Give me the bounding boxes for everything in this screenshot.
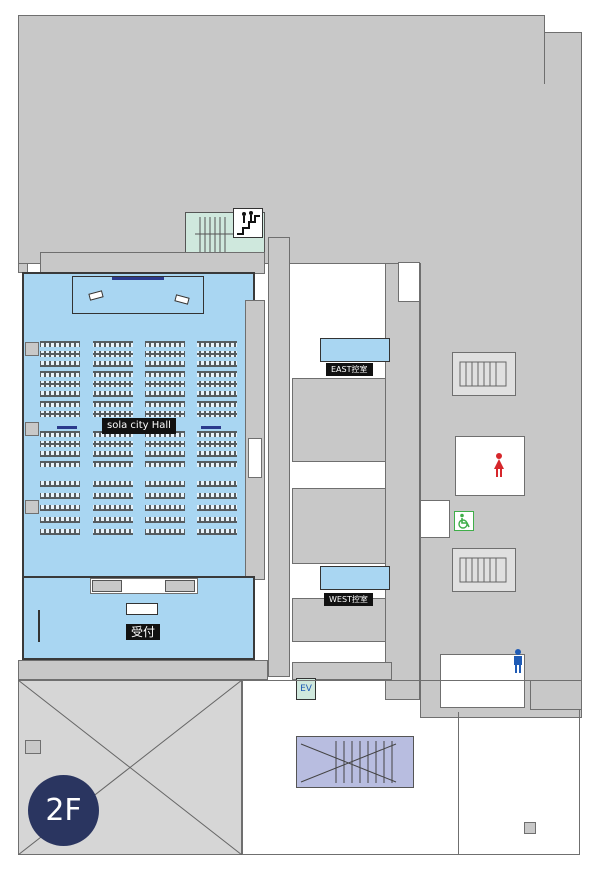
west-room-label: WEST控室 bbox=[324, 593, 373, 606]
coat-rack bbox=[38, 610, 48, 642]
hall-side-box bbox=[248, 438, 262, 478]
building-body bbox=[18, 84, 582, 264]
male-toilet-icon bbox=[511, 648, 525, 674]
hall-south-wall bbox=[18, 660, 268, 680]
elevator-label: EV bbox=[300, 684, 312, 694]
reception-label: 受付 bbox=[126, 624, 161, 640]
female-toilet-icon bbox=[492, 452, 506, 478]
central-shaft bbox=[385, 263, 420, 700]
foyer-cabinet-left bbox=[92, 580, 122, 592]
building-outline bbox=[18, 15, 545, 85]
west-block bbox=[292, 488, 392, 564]
stage-edge bbox=[112, 277, 164, 280]
building-southeast bbox=[530, 680, 582, 710]
seating-area bbox=[40, 341, 237, 535]
hall-label: sola city Hall bbox=[102, 418, 176, 434]
stairwell-east-lower-steps bbox=[459, 557, 507, 583]
female-toilet-room[interactable] bbox=[455, 436, 525, 496]
south-outline bbox=[242, 680, 580, 855]
south-divider bbox=[458, 712, 459, 855]
hall-foyer[interactable] bbox=[22, 576, 255, 660]
east-room[interactable] bbox=[320, 338, 390, 362]
elevator-icon[interactable]: EV bbox=[296, 678, 316, 700]
stairs-people-icon bbox=[233, 208, 263, 238]
east-block bbox=[292, 378, 392, 462]
foyer-cabinet-right bbox=[165, 580, 195, 592]
pillar bbox=[25, 422, 39, 436]
floor-badge: 2F bbox=[28, 775, 99, 846]
stairwell-north-steps bbox=[195, 217, 260, 252]
pillar bbox=[524, 822, 536, 834]
hall-north-corridor bbox=[40, 252, 265, 274]
pillar bbox=[25, 500, 39, 514]
stair-block-south-steps bbox=[300, 741, 397, 783]
male-toilet-room[interactable] bbox=[440, 654, 525, 708]
west-room[interactable] bbox=[320, 566, 390, 590]
building-top-right bbox=[545, 32, 582, 85]
pillar bbox=[25, 342, 39, 356]
stairwell-east-upper-steps bbox=[459, 361, 507, 387]
pillar bbox=[25, 740, 41, 754]
reception-desk bbox=[126, 603, 158, 615]
elevator-block bbox=[292, 662, 392, 680]
corridor-column bbox=[268, 237, 290, 677]
east-room-label: EAST控室 bbox=[326, 363, 373, 376]
wheelchair-icon bbox=[454, 511, 474, 531]
shaft-room bbox=[398, 262, 420, 302]
accessible-toilet-room[interactable] bbox=[420, 500, 450, 538]
